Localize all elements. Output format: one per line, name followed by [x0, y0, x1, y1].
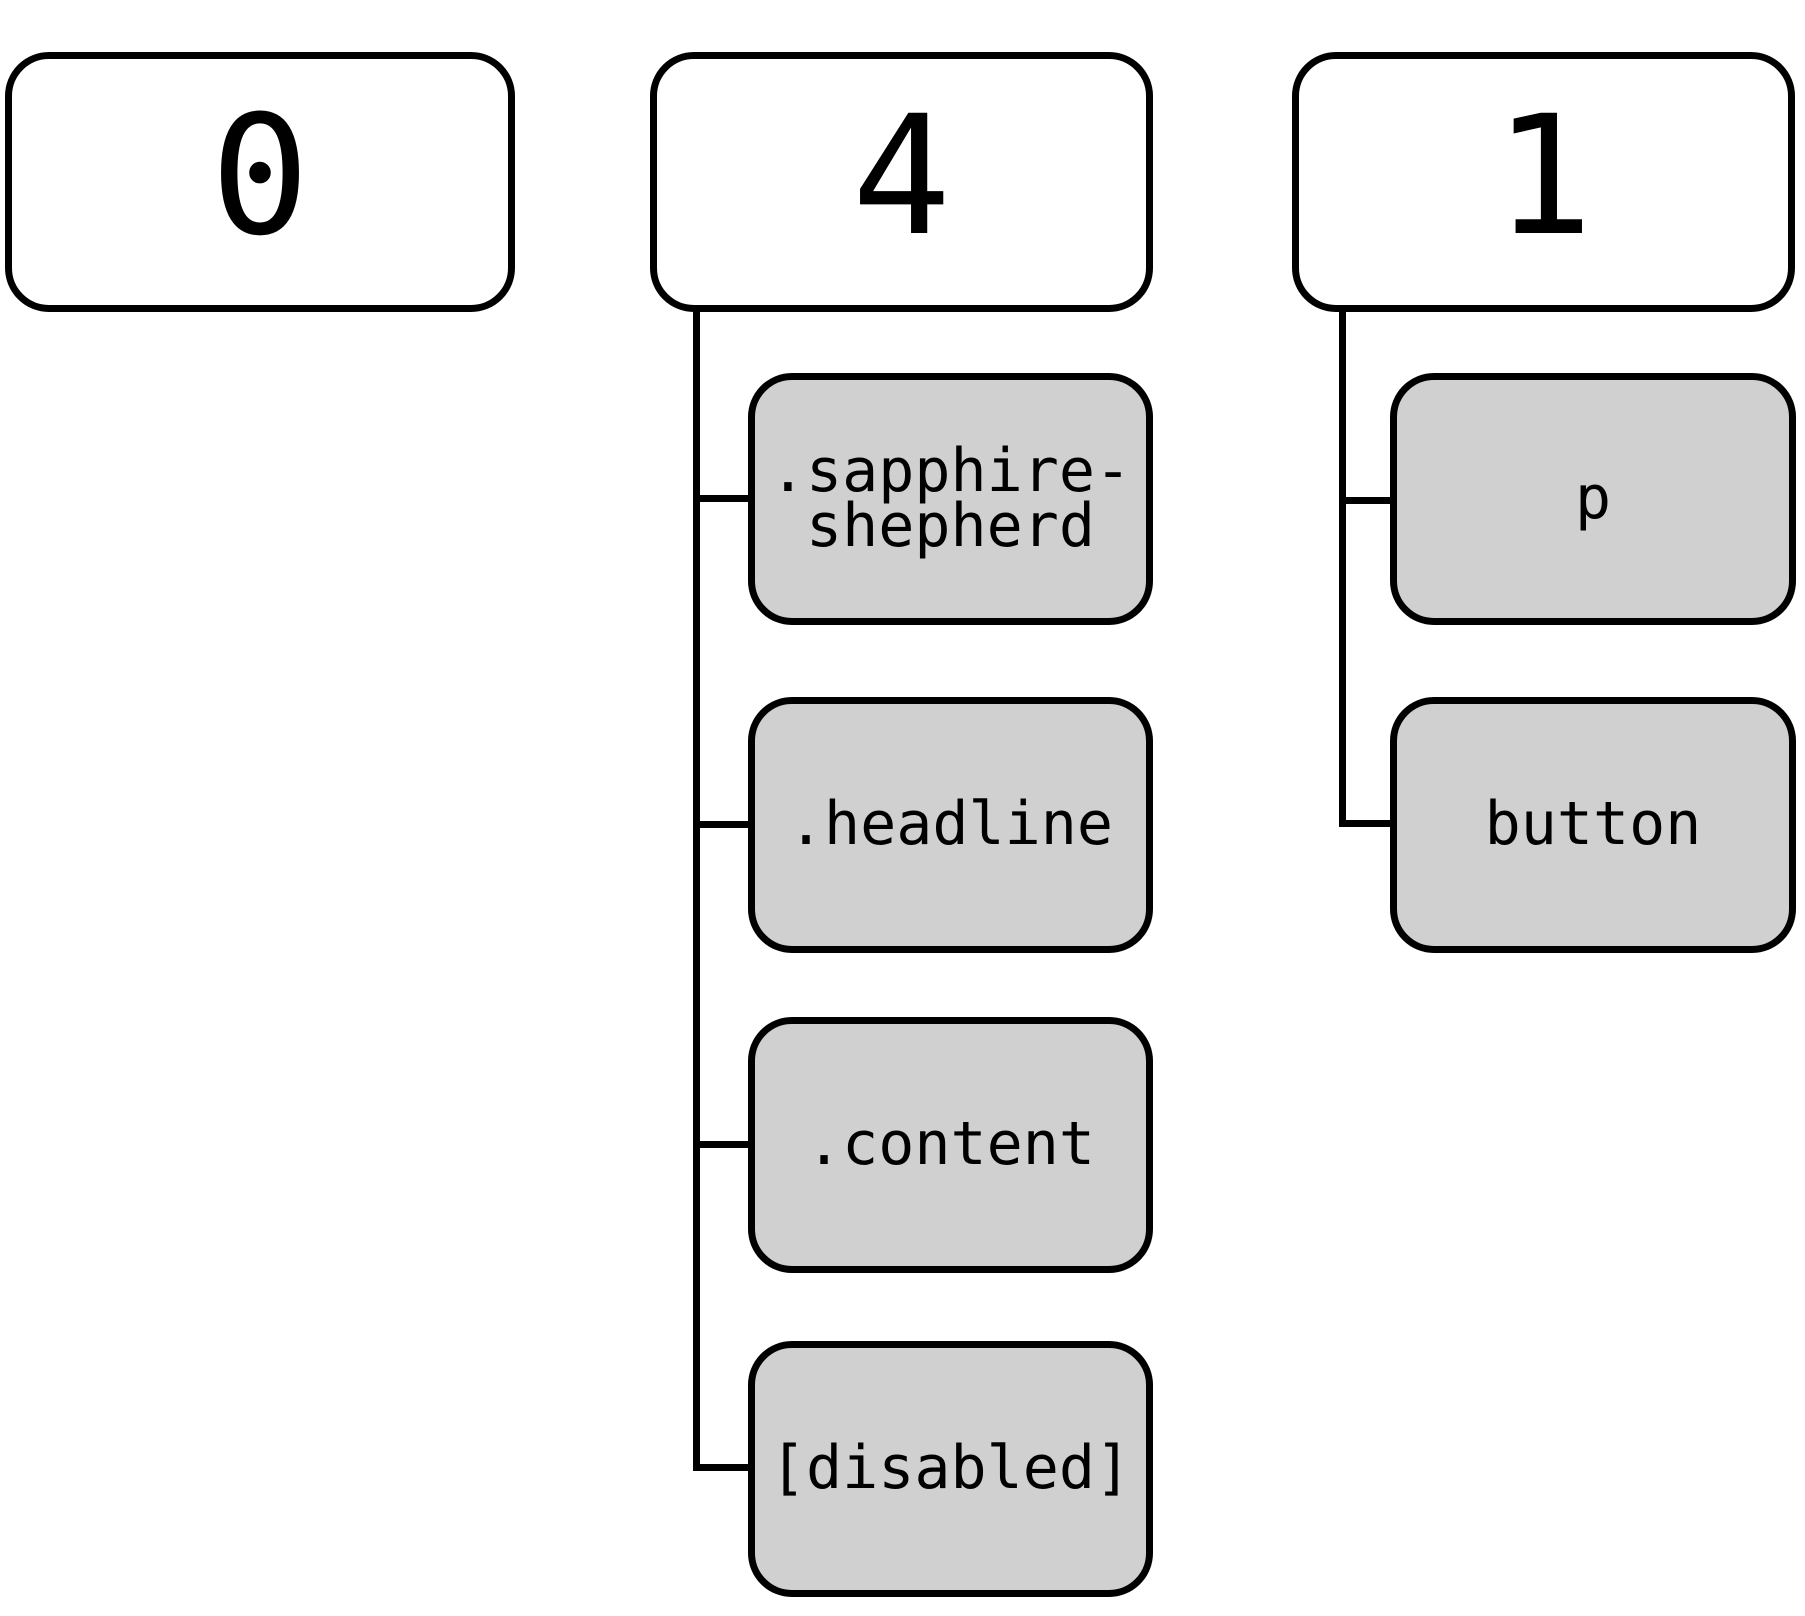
connector-trunk-middle [693, 312, 700, 1471]
connector-stub-button [1339, 820, 1390, 827]
selector-box-content-label: .content [806, 1109, 1095, 1180]
count-box-4-label: 4 [851, 79, 952, 272]
connector-stub-disabled [693, 1464, 748, 1471]
selector-box-button: button [1390, 697, 1796, 953]
selector-box-sapphire-shepherd-label: .sapphire- shepherd [769, 435, 1132, 561]
selector-box-headline-label: .headline [787, 789, 1114, 860]
connector-stub-headline [693, 821, 748, 828]
selector-box-disabled: [disabled] [748, 1341, 1153, 1597]
connector-stub-sapphire-shepherd [693, 495, 748, 502]
connector-trunk-right [1339, 312, 1346, 827]
selector-box-sapphire-shepherd: .sapphire- shepherd [748, 373, 1153, 625]
selector-box-button-label: button [1484, 789, 1702, 860]
selector-box-headline: .headline [748, 697, 1153, 953]
selector-box-p-label: p [1574, 463, 1612, 534]
count-box-1-label: 1 [1493, 79, 1594, 272]
count-box-1: 1 [1292, 52, 1795, 312]
count-box-0: 0 [5, 52, 515, 312]
connector-stub-content [693, 1141, 748, 1148]
selector-box-content: .content [748, 1017, 1153, 1273]
connector-stub-p [1339, 497, 1390, 504]
count-box-4: 4 [650, 52, 1153, 312]
selector-box-disabled-label: [disabled] [769, 1433, 1132, 1504]
count-box-0-label: 0 [210, 79, 310, 272]
selector-box-p: p [1390, 373, 1796, 625]
